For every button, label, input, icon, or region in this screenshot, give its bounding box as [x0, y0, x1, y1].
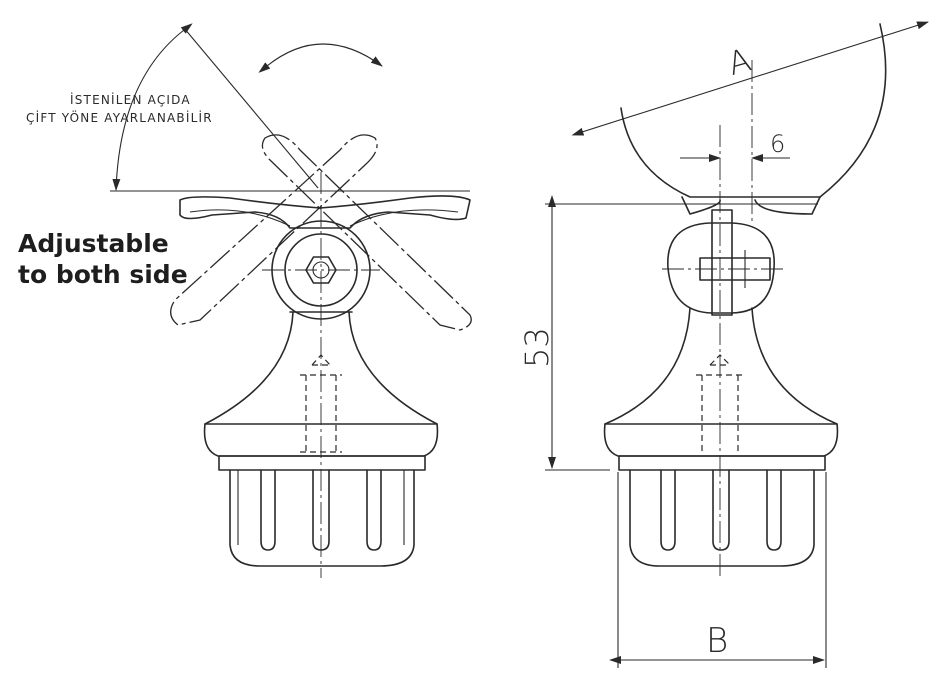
saddle-plate	[179, 195, 471, 229]
adjustable-callout: Adjustable to both side	[18, 228, 188, 290]
phantom-saddles	[170, 134, 472, 331]
body-flare	[204, 311, 438, 425]
callout-line-1: Adjustable	[18, 229, 169, 258]
dim-53-label: 53	[518, 327, 556, 368]
callout-line-2: to both side	[18, 260, 188, 289]
side-view: A 6 53	[518, 21, 929, 668]
front-view: İSTENİLEN AÇIDA ÇİFT YÖNE AYARLANABİLİR	[26, 23, 472, 578]
dim-b-label: B	[706, 621, 728, 661]
angle-note-line-1: İSTENİLEN AÇIDA	[70, 92, 191, 107]
insert-plug	[218, 455, 426, 567]
dim-a-label: A	[724, 41, 756, 84]
dim-6-label: 6	[770, 130, 785, 158]
dim-a-line	[571, 21, 929, 136]
tube-profile	[620, 23, 887, 198]
angle-arc	[112, 23, 193, 191]
side-insert-plug	[618, 455, 826, 567]
angle-tilt-line	[183, 27, 319, 189]
pivot-side	[667, 222, 775, 314]
angle-note-line-2: ÇİFT YÖNE AYARLANABİLİR	[26, 109, 213, 125]
rotation-arrow	[258, 43, 383, 73]
